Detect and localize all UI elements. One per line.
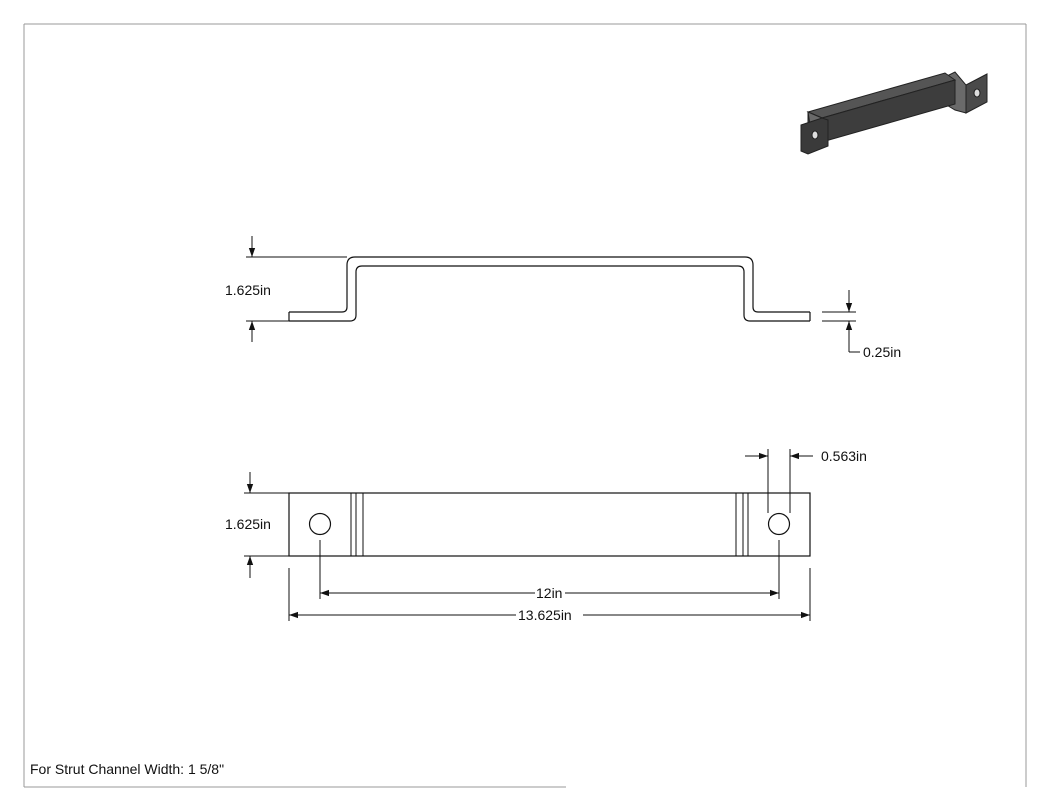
bend-lines — [350, 493, 749, 556]
side-height-label: 1.625in — [225, 282, 271, 298]
hole-spacing-label: 12in — [536, 585, 562, 601]
hole-spacing-dimension — [319, 540, 780, 599]
side-view: 1.625in 0.25in — [225, 236, 901, 360]
overall-length-label: 13.625in — [518, 607, 572, 623]
bracket-profile-inner — [289, 265, 810, 322]
top-view: 1.625in 0.563in 12in 13.625in — [225, 448, 867, 623]
side-height-dimension — [246, 236, 347, 342]
overall-length-dimension — [288, 568, 811, 621]
hole-diameter-dimension — [745, 449, 813, 513]
plan-width-label: 1.625in — [225, 516, 271, 532]
isometric-part-view — [800, 71, 988, 155]
left-mounting-hole — [308, 512, 332, 536]
thickness-dimension — [822, 290, 860, 353]
strut-channel-note: For Strut Channel Width: 1 5/8" — [30, 761, 225, 777]
hole-diameter-label: 0.563in — [821, 448, 867, 464]
plan-width-dimension — [244, 472, 289, 578]
bracket-profile-outer — [289, 256, 810, 313]
right-mounting-hole — [767, 512, 791, 536]
thickness-label: 0.25in — [863, 344, 901, 360]
sheet-border — [23, 23, 1027, 788]
bracket-plan-outline — [288, 492, 811, 557]
